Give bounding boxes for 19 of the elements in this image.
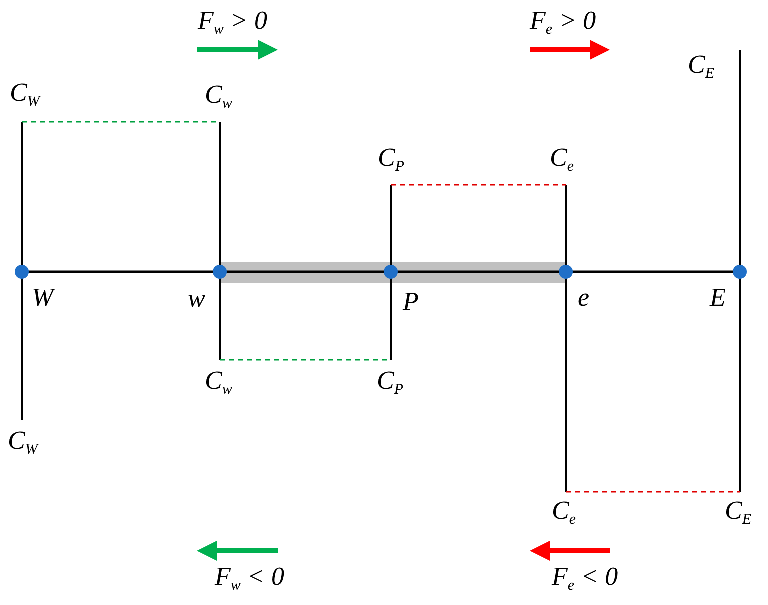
flux-label: F$_{w}$ < 0 [215,562,284,592]
value-label: C$_{e}$ [552,496,576,526]
flux-label: F$_{e}$ > 0 [530,6,596,36]
flux-label: F$_{e}$ < 0 [552,562,618,592]
point-label: e [578,283,590,313]
value-label: C$_{w}$ [205,80,232,110]
point-label: W [32,283,54,313]
value-label: C$_{W}$ [10,78,40,108]
value-label: C$_{E}$ [688,50,715,80]
value-label: C$_{P}$ [377,366,404,396]
value-label: C$_{e}$ [550,143,574,173]
value-label: C$_{P}$ [378,143,405,173]
flux-label: F$_{w}$ > 0 [198,6,268,36]
point-label: P [403,287,419,317]
value-label: C$_{E}$ [725,496,752,526]
value-label: C$_{w}$ [205,366,232,396]
point-label: E [710,283,726,313]
value-label: C$_{W}$ [8,426,38,456]
point-label: w [188,284,206,314]
